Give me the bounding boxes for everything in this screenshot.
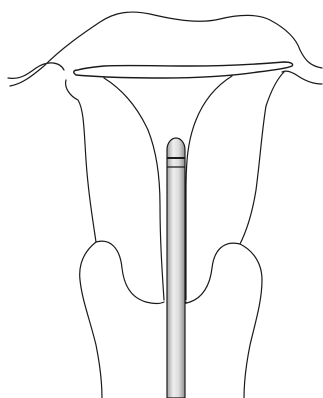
rod-body [167, 138, 185, 398]
right-fold-outline [282, 71, 322, 84]
fundus-cavity [74, 62, 293, 78]
inserted-rod [167, 138, 185, 398]
right-canal-outline [186, 76, 232, 300]
left-fold-outline [8, 63, 64, 78]
right-cervix-bulge [183, 243, 240, 303]
left-wall-outline [66, 80, 102, 398]
right-wall-outline [240, 72, 284, 398]
left-canal-outline [104, 78, 164, 300]
left-cervix-bulge [96, 241, 164, 303]
